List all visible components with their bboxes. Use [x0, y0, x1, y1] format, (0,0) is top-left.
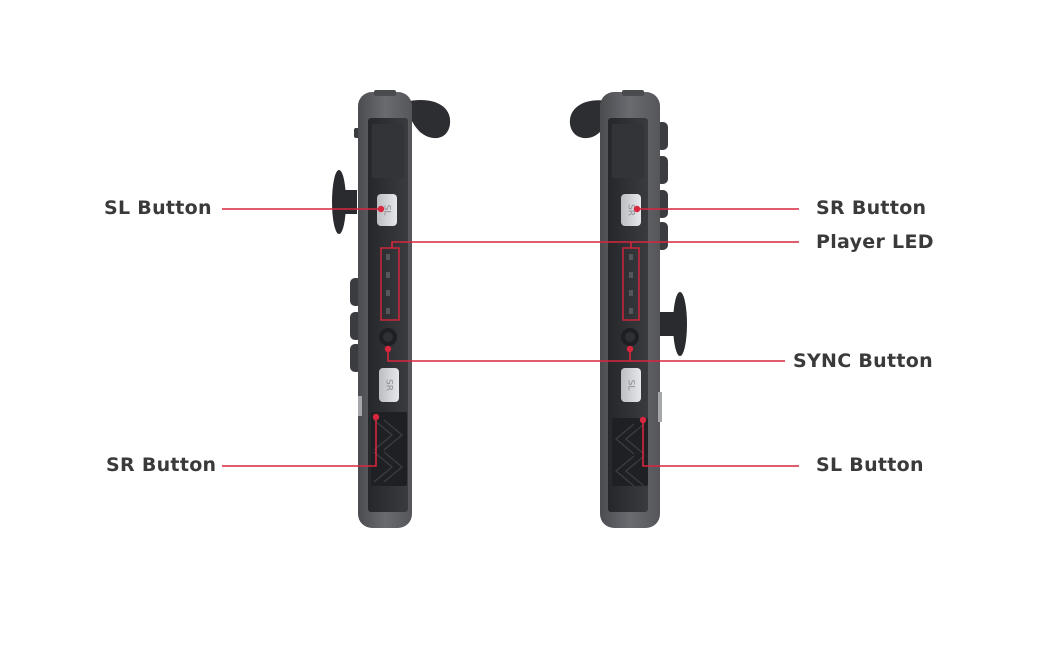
right-analog-stick	[660, 292, 687, 356]
left-sr-button-glyph: SR	[384, 379, 394, 391]
left-rail-lock	[371, 412, 407, 486]
left-analog-stick	[332, 170, 357, 234]
left-sl-button-glyph: SL	[382, 205, 392, 216]
right-sr-button	[621, 194, 641, 226]
callout-player-led	[391, 241, 799, 248]
callout-sync	[387, 349, 785, 362]
callouts	[222, 205, 799, 467]
label-left-sr-button: SR Button	[106, 454, 217, 476]
left-player-leds	[386, 254, 390, 314]
label-sync-button: SYNC Button	[793, 350, 933, 372]
right-sr-button-glyph: SR	[626, 204, 636, 216]
left-sr-button	[379, 368, 399, 402]
label-player-led: Player LED	[816, 231, 934, 253]
callout-right-sl	[642, 420, 799, 467]
left-sl-button	[377, 194, 397, 226]
left-joy-con: SL SR	[332, 90, 451, 528]
callout-left-sr	[222, 417, 377, 467]
label-right-sl-button: SL Button	[816, 454, 924, 476]
right-joy-con: SR SL	[569, 90, 687, 528]
label-right-sr-button: SR Button	[816, 197, 927, 219]
right-sl-button	[621, 368, 641, 402]
right-player-leds	[629, 254, 633, 314]
label-left-sl-button: SL Button	[104, 197, 212, 219]
left-zl-trigger	[405, 100, 451, 139]
right-sl-button-glyph: SL	[626, 380, 636, 391]
